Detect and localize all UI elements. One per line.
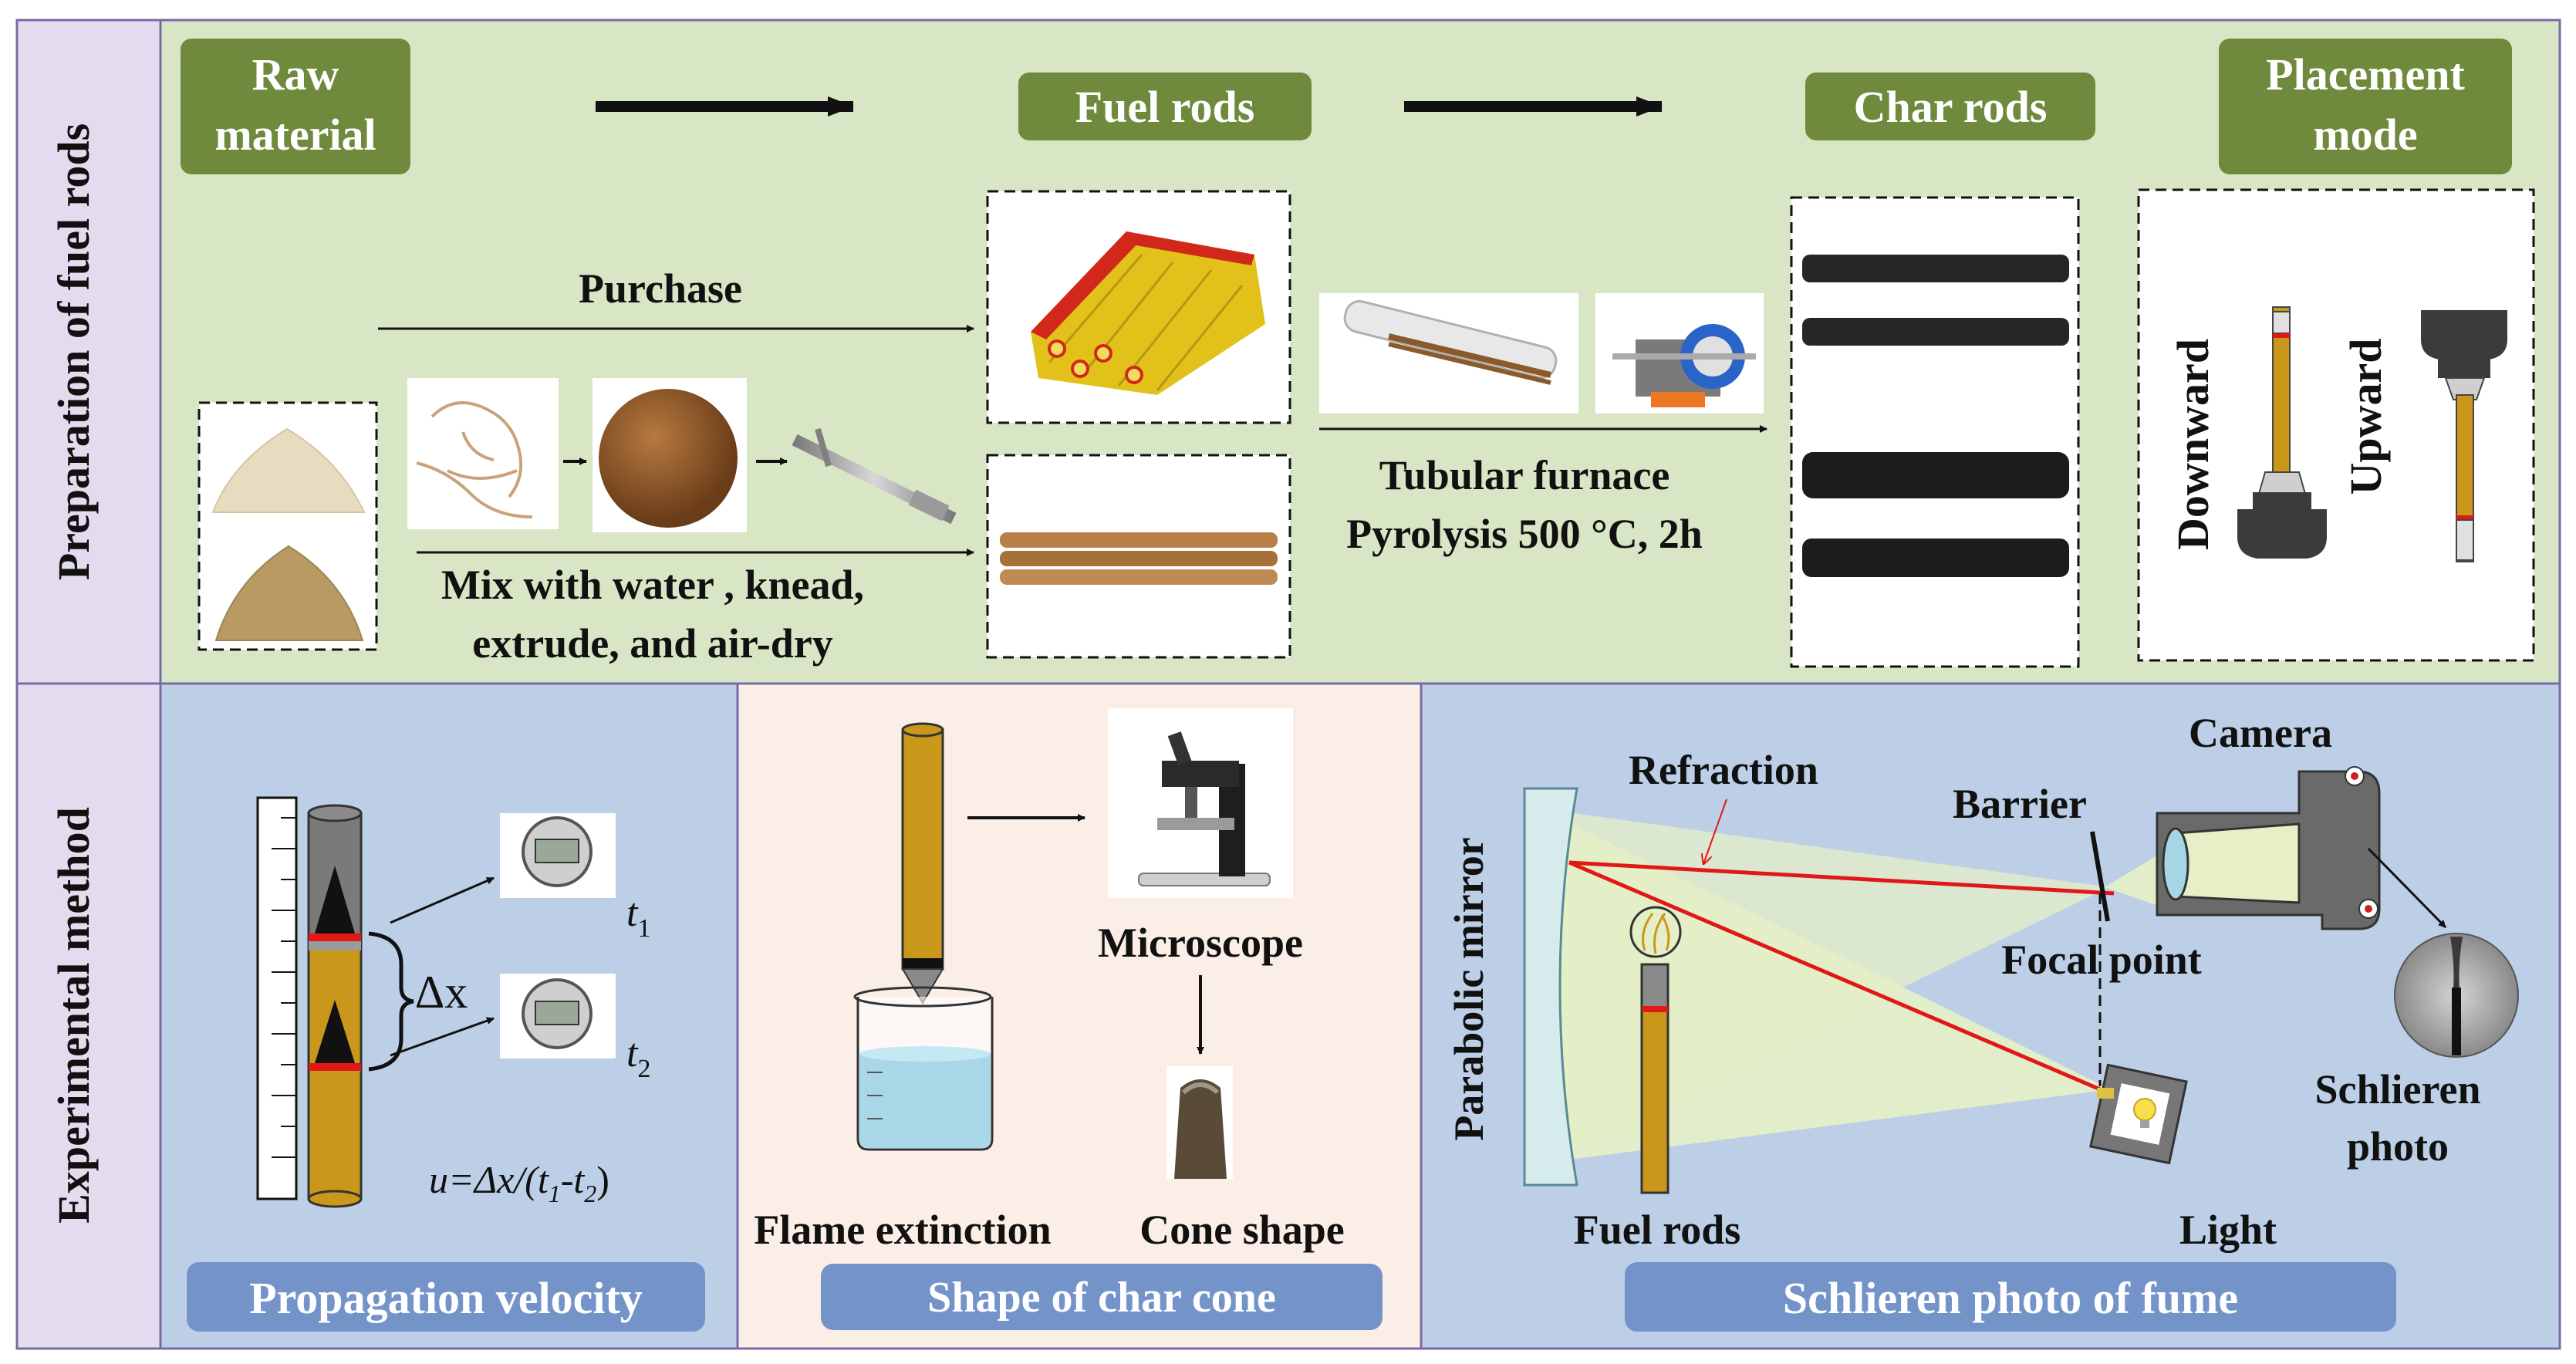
downward-rod-icon — [2237, 306, 2327, 559]
arrow-to-stopwatch-1 — [390, 876, 495, 924]
velocity-formula: u=Δx/(t1-t2) — [429, 1158, 609, 1207]
schlieren-photo-label-1: Schlieren — [2315, 1066, 2481, 1112]
furnace-label-line1: Tubular furnace — [1379, 452, 1670, 498]
t2-label: t2 — [626, 1031, 650, 1083]
schlieren-photo-label-2: photo — [2347, 1123, 2449, 1170]
cone-shape-label: Cone shape — [1139, 1207, 1345, 1253]
burning-rod — [307, 804, 363, 1208]
parabolic-mirror — [1523, 787, 1578, 1187]
mix-label-line2: extrude, and air-dry — [472, 620, 832, 667]
propagation-velocity-label: Propagation velocity — [249, 1273, 643, 1323]
t1-label: t1 — [626, 891, 650, 943]
stage-placement-mode-line2: mode — [2313, 110, 2417, 160]
side-label-experimental: Experimental method — [49, 807, 99, 1224]
camera-to-photo-arrow — [2367, 847, 2447, 929]
kneading-hands-icon — [407, 378, 559, 529]
propagation-velocity-pill: Propagation velocity — [187, 1262, 705, 1332]
upward-label: Upward — [2341, 338, 2391, 495]
parabolic-mirror-label: Parabolic mirror — [1446, 837, 1492, 1140]
stage-char-rods: Char rods — [1805, 73, 2095, 140]
shape-of-char-cone-label: Shape of char cone — [927, 1274, 1276, 1322]
side-label-preparation: Preparation of fuel rods — [49, 123, 99, 580]
stage-placement-mode-line1: Placement — [2266, 49, 2465, 100]
refraction-arrow — [1703, 798, 1727, 864]
schlieren-fuel-rod — [1629, 906, 1682, 1194]
schlieren-photo-image — [2394, 933, 2519, 1058]
downward-label: Downward — [2168, 339, 2218, 550]
stage-char-rods-label: Char rods — [1854, 82, 2048, 132]
tube-with-rods-photo — [1319, 293, 1578, 414]
stage-raw-material: Raw material — [181, 39, 410, 174]
light-source-icon — [2089, 1063, 2188, 1165]
tubular-furnace-photo — [1595, 293, 1764, 414]
purchased-fuel-rods-box — [986, 190, 1291, 424]
stopwatch-icon-2 — [500, 974, 616, 1058]
upward-rod-icon — [2421, 310, 2507, 562]
camera-icon — [2156, 766, 2381, 930]
water-beaker — [853, 986, 994, 1151]
stage-raw-material-line2: material — [214, 110, 376, 160]
dough-ball-icon — [593, 378, 747, 532]
stage-fuel-rods-label: Fuel rods — [1075, 82, 1255, 132]
arrow-to-stopwatch-2 — [390, 1017, 495, 1057]
side-label-panel-bottom — [15, 682, 162, 1350]
barrier-label: Barrier — [1953, 781, 2087, 827]
ray-1 — [1568, 860, 2115, 896]
schlieren-fuel-rods-label: Fuel rods — [1574, 1207, 1741, 1253]
microscope-photo — [1108, 708, 1293, 898]
barrier — [2090, 831, 2110, 922]
extruder-icon — [792, 427, 957, 525]
homemade-fuel-rods-box — [986, 454, 1291, 659]
char-cone-photo — [1166, 1066, 1233, 1179]
ruler — [256, 796, 298, 1200]
flame-extinction-label: Flame extinction — [754, 1207, 1051, 1253]
schlieren-beam-2 — [1540, 809, 2109, 1163]
stage-fuel-rods: Fuel rods — [1018, 73, 1312, 140]
stage-placement-mode: Placement mode — [2219, 39, 2512, 174]
stopwatch-icon-1 — [500, 813, 616, 898]
refraction-label: Refraction — [1629, 747, 1818, 793]
camera-label: Camera — [2189, 710, 2332, 756]
furnace-label-line2: Pyrolysis 500 °C, 2h — [1346, 511, 1703, 557]
mix-label-line1: Mix with water , knead, — [441, 562, 864, 608]
cone-panel — [736, 682, 1423, 1350]
shape-of-char-cone-pill: Shape of char cone — [821, 1264, 1383, 1330]
focal-point-label: Focal point — [2001, 937, 2202, 983]
extinguished-rod — [901, 722, 944, 1004]
char-rods-box — [1790, 196, 2080, 668]
purchase-label: Purchase — [579, 265, 742, 312]
schlieren-photo-of-fume-label: Schlieren photo of fume — [1783, 1273, 2238, 1323]
side-label-panel-top — [15, 19, 162, 685]
delta-x-label: Δx — [415, 967, 468, 1018]
stage-raw-material-line1: Raw — [252, 49, 339, 100]
schlieren-photo-of-fume-pill: Schlieren photo of fume — [1625, 1262, 2396, 1332]
light-label: Light — [2179, 1207, 2277, 1253]
microscope-label: Microscope — [1098, 920, 1303, 966]
ray-2 — [1568, 860, 2101, 1092]
raw-powder-box — [198, 401, 378, 651]
